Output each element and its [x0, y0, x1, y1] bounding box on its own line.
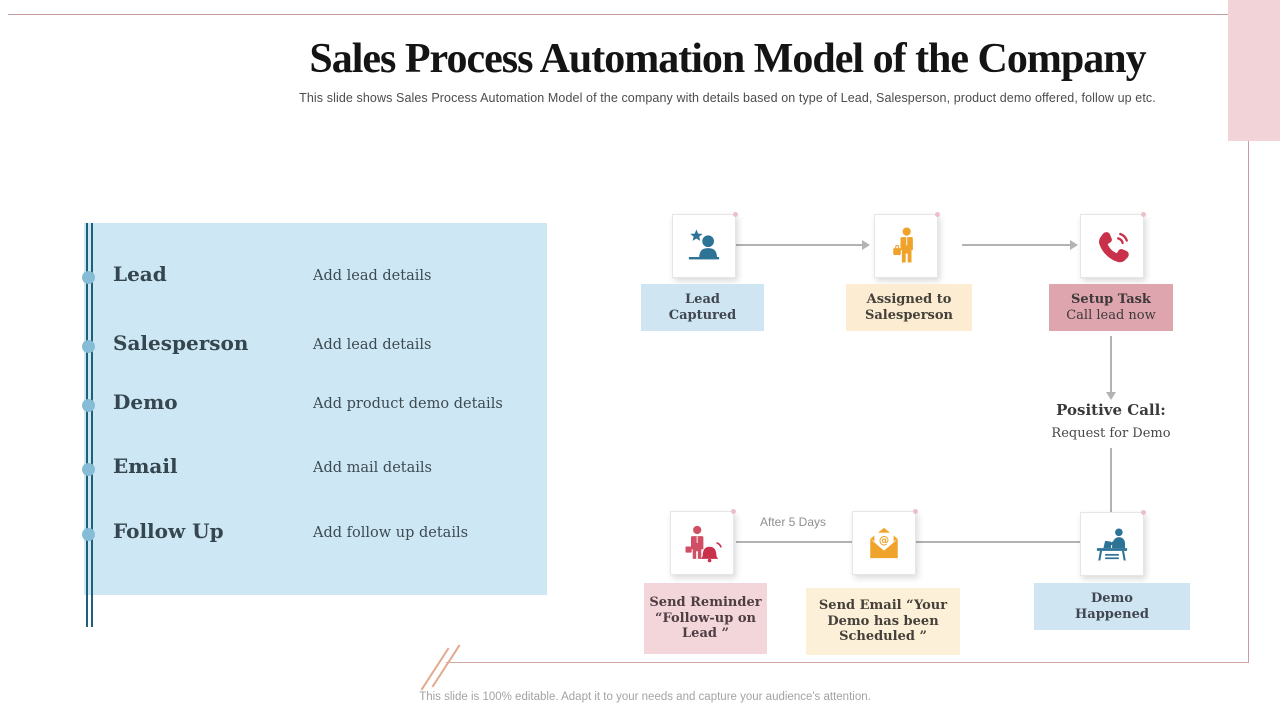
bullet-dot	[82, 271, 95, 284]
positive-call-subtitle: Request for Demo	[1051, 426, 1171, 441]
node-label-line: Send Email “Your	[818, 598, 948, 614]
demo-desk-icon	[1096, 528, 1128, 561]
bullet-dot	[82, 528, 95, 541]
svg-text:@: @	[879, 535, 889, 547]
detail-value: Add lead details	[313, 337, 432, 353]
phone-call-icon	[1099, 232, 1129, 263]
detail-label: Demo	[113, 390, 178, 414]
icon-card-lead-captured	[672, 212, 738, 278]
page-title: Sales Process Automation Model of the Co…	[309, 36, 1146, 82]
icon-card-assigned-salesperson	[874, 212, 940, 278]
positive-call-title: Positive Call:	[1056, 401, 1166, 419]
arrow-setup-to-positive-call	[1107, 336, 1115, 400]
node-label-line: Lead	[685, 292, 720, 307]
detail-row-demo: Demo Add product demo details	[82, 390, 547, 420]
detail-row-email: Email Add mail details	[82, 454, 547, 484]
arrow-assigned-to-setup	[962, 241, 1078, 249]
node-label-setup-task: Setup Task Call lead now	[1049, 284, 1173, 331]
footer-note: This slide is 100% editable. Adapt it to…	[419, 691, 871, 703]
frame-right-line	[1248, 141, 1249, 663]
detail-row-lead: Lead Add lead details	[82, 262, 547, 292]
node-title: Setup Task	[1071, 292, 1151, 307]
detail-row-follow-up: Follow Up Add follow up details	[82, 519, 547, 549]
bullet-dot	[82, 340, 95, 353]
detail-label: Salesperson	[113, 331, 249, 355]
slide-subtitle: This slide shows Sales Process Automatio…	[299, 91, 1156, 106]
positive-call-text: Positive Call: Request for Demo	[1026, 401, 1196, 441]
node-label-line: Happened	[1075, 606, 1149, 622]
detail-value: Add mail details	[313, 460, 432, 476]
salesperson-icon	[893, 227, 913, 263]
icon-card-demo-happened	[1080, 510, 1146, 576]
lead-person-star-icon	[688, 229, 720, 260]
node-label-line: Scheduled ”	[839, 629, 927, 645]
bullet-dot	[82, 399, 95, 412]
slide-header: Sales Process Automation Model of the Co…	[230, 36, 1225, 105]
icon-card-send-email: @	[852, 509, 918, 575]
frame-top-line	[8, 14, 1228, 15]
node-label-assigned-salesperson: Assigned to Salesperson	[846, 284, 972, 331]
corner-accent-block	[1228, 0, 1280, 141]
frame-bottom-line	[446, 662, 1249, 663]
detail-value: Add lead details	[313, 268, 432, 284]
node-label-line: “Follow-up on	[655, 610, 756, 626]
node-label-line: Lead ”	[682, 626, 729, 642]
icon-card-setup-task	[1080, 212, 1146, 278]
node-label-line: Captured	[668, 307, 737, 323]
panel-accent-line	[86, 223, 88, 627]
node-label-line: Send Reminder	[649, 595, 762, 611]
detail-label: Email	[113, 454, 178, 478]
node-label-lead-captured: Lead Captured	[641, 284, 764, 331]
node-label-send-reminder: Send Reminder “Follow-up on Lead ”	[644, 583, 767, 654]
detail-label: Follow Up	[113, 519, 224, 543]
detail-value: Add product demo details	[313, 396, 503, 412]
details-panel: Lead Add lead details Salesperson Add le…	[82, 223, 547, 627]
reminder-bell-icon	[685, 525, 722, 563]
line-positive-call-to-demo	[1110, 448, 1112, 512]
detail-label: Lead	[113, 262, 167, 286]
panel-accent-line	[91, 223, 93, 627]
email-icon: @	[870, 527, 898, 559]
node-label-demo-happened: Demo Happened	[1034, 583, 1190, 630]
after-days-label: After 5 Days	[759, 515, 827, 529]
node-label-line: Demo	[1091, 591, 1133, 606]
node-subtitle: Call lead now	[1066, 307, 1156, 323]
icon-card-send-reminder	[670, 509, 736, 575]
arrow-lead-to-assigned	[736, 241, 870, 249]
node-label-line: Demo has been	[827, 613, 939, 629]
node-label-line: Salesperson	[865, 307, 953, 323]
bullet-dot	[82, 463, 95, 476]
node-label-send-email: Send Email “Your Demo has been Scheduled…	[806, 588, 960, 655]
node-label-line: Assigned to	[866, 292, 952, 307]
detail-row-salesperson: Salesperson Add lead details	[82, 331, 547, 361]
detail-value: Add follow up details	[313, 525, 469, 541]
